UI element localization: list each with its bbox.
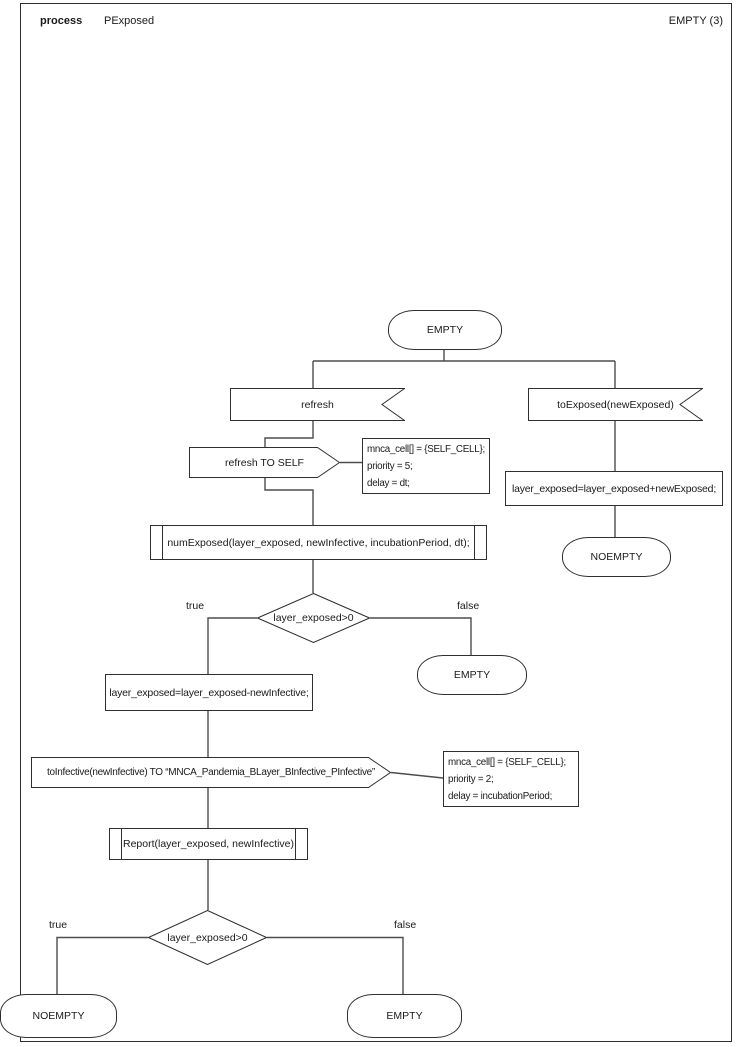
task-label: layer_exposed=layer_exposed-newInfective… [109, 686, 309, 699]
comment-line: delay = incubationPeriod; [448, 791, 553, 802]
state-label: NOEMPTY [590, 551, 643, 563]
comment-line: mnca_cell[] = {SELF_CELL}; [448, 757, 566, 768]
comment-line: priority = 2; [448, 774, 494, 785]
guard-label-false: false [394, 919, 417, 931]
comment-box-infective-params[interactable]: mnca_cell[] = {SELF_CELL}; priority = 2;… [443, 751, 579, 807]
state-label: EMPTY [386, 1010, 423, 1022]
comment-line: delay = dt; [367, 478, 410, 489]
diagram-frame [20, 3, 732, 1042]
guard-label-true: true [186, 600, 205, 612]
comment-line: mnca_cell[] = {SELF_CELL}; [367, 444, 485, 455]
input-signal-label: toExposed(newExposed) [557, 398, 674, 411]
guard-label-true: true [49, 919, 68, 931]
output-signal-to-infective[interactable]: toInfective(newInfective) TO “MNCA_Pande… [31, 757, 391, 788]
state-label: EMPTY [426, 324, 464, 336]
process-name: PExposed [104, 15, 155, 27]
output-signal-refresh-to-self[interactable]: refresh TO SELF [189, 447, 340, 478]
input-signal-label: refresh [301, 398, 334, 411]
state-node-empty-mid[interactable]: EMPTY [417, 655, 527, 695]
decision-condition: layer_exposed>0 [167, 931, 248, 944]
state-indicator: EMPTY (3) [668, 15, 723, 27]
state-label: NOEMPTY [32, 1010, 85, 1022]
state-node-noempty-bottom[interactable]: NOEMPTY [0, 994, 117, 1038]
input-signal-refresh[interactable]: refresh [230, 388, 405, 421]
output-signal-label: refresh TO SELF [225, 456, 304, 469]
decision-node-top[interactable]: layer_exposed>0 [257, 593, 370, 643]
decision-node-bottom[interactable]: layer_exposed>0 [148, 910, 267, 965]
comment-box-refresh-params[interactable]: mnca_cell[] = {SELF_CELL}; priority = 5;… [362, 438, 490, 494]
task-node-add-exposed[interactable]: layer_exposed=layer_exposed+newExposed; [505, 471, 723, 506]
state-label: EMPTY [453, 669, 491, 681]
state-node-noempty-right[interactable]: NOEMPTY [562, 537, 671, 577]
state-node-empty-top[interactable]: EMPTY [388, 310, 502, 350]
process-kind-label: process [40, 15, 83, 27]
procedure-node-report[interactable]: Report(layer_exposed, newInfective) [109, 828, 308, 860]
guard-label-false: false [457, 600, 480, 612]
procedure-label: Report(layer_exposed, newInfective) [122, 838, 294, 850]
task-node-sub-infective[interactable]: layer_exposed=layer_exposed-newInfective… [105, 674, 313, 711]
state-node-empty-bottom[interactable]: EMPTY [347, 994, 462, 1038]
decision-condition: layer_exposed>0 [273, 612, 354, 624]
comment-line: priority = 5; [367, 461, 413, 472]
procedure-label: numExposed(layer_exposed, newInfective, … [167, 536, 470, 549]
procedure-node-num-exposed[interactable]: numExposed(layer_exposed, newInfective, … [150, 525, 487, 560]
task-label: layer_exposed=layer_exposed+newExposed; [511, 482, 717, 495]
input-signal-to-exposed[interactable]: toExposed(newExposed) [528, 388, 703, 421]
output-signal-label: toInfective(newInfective) TO “MNCA_Pande… [47, 767, 375, 778]
